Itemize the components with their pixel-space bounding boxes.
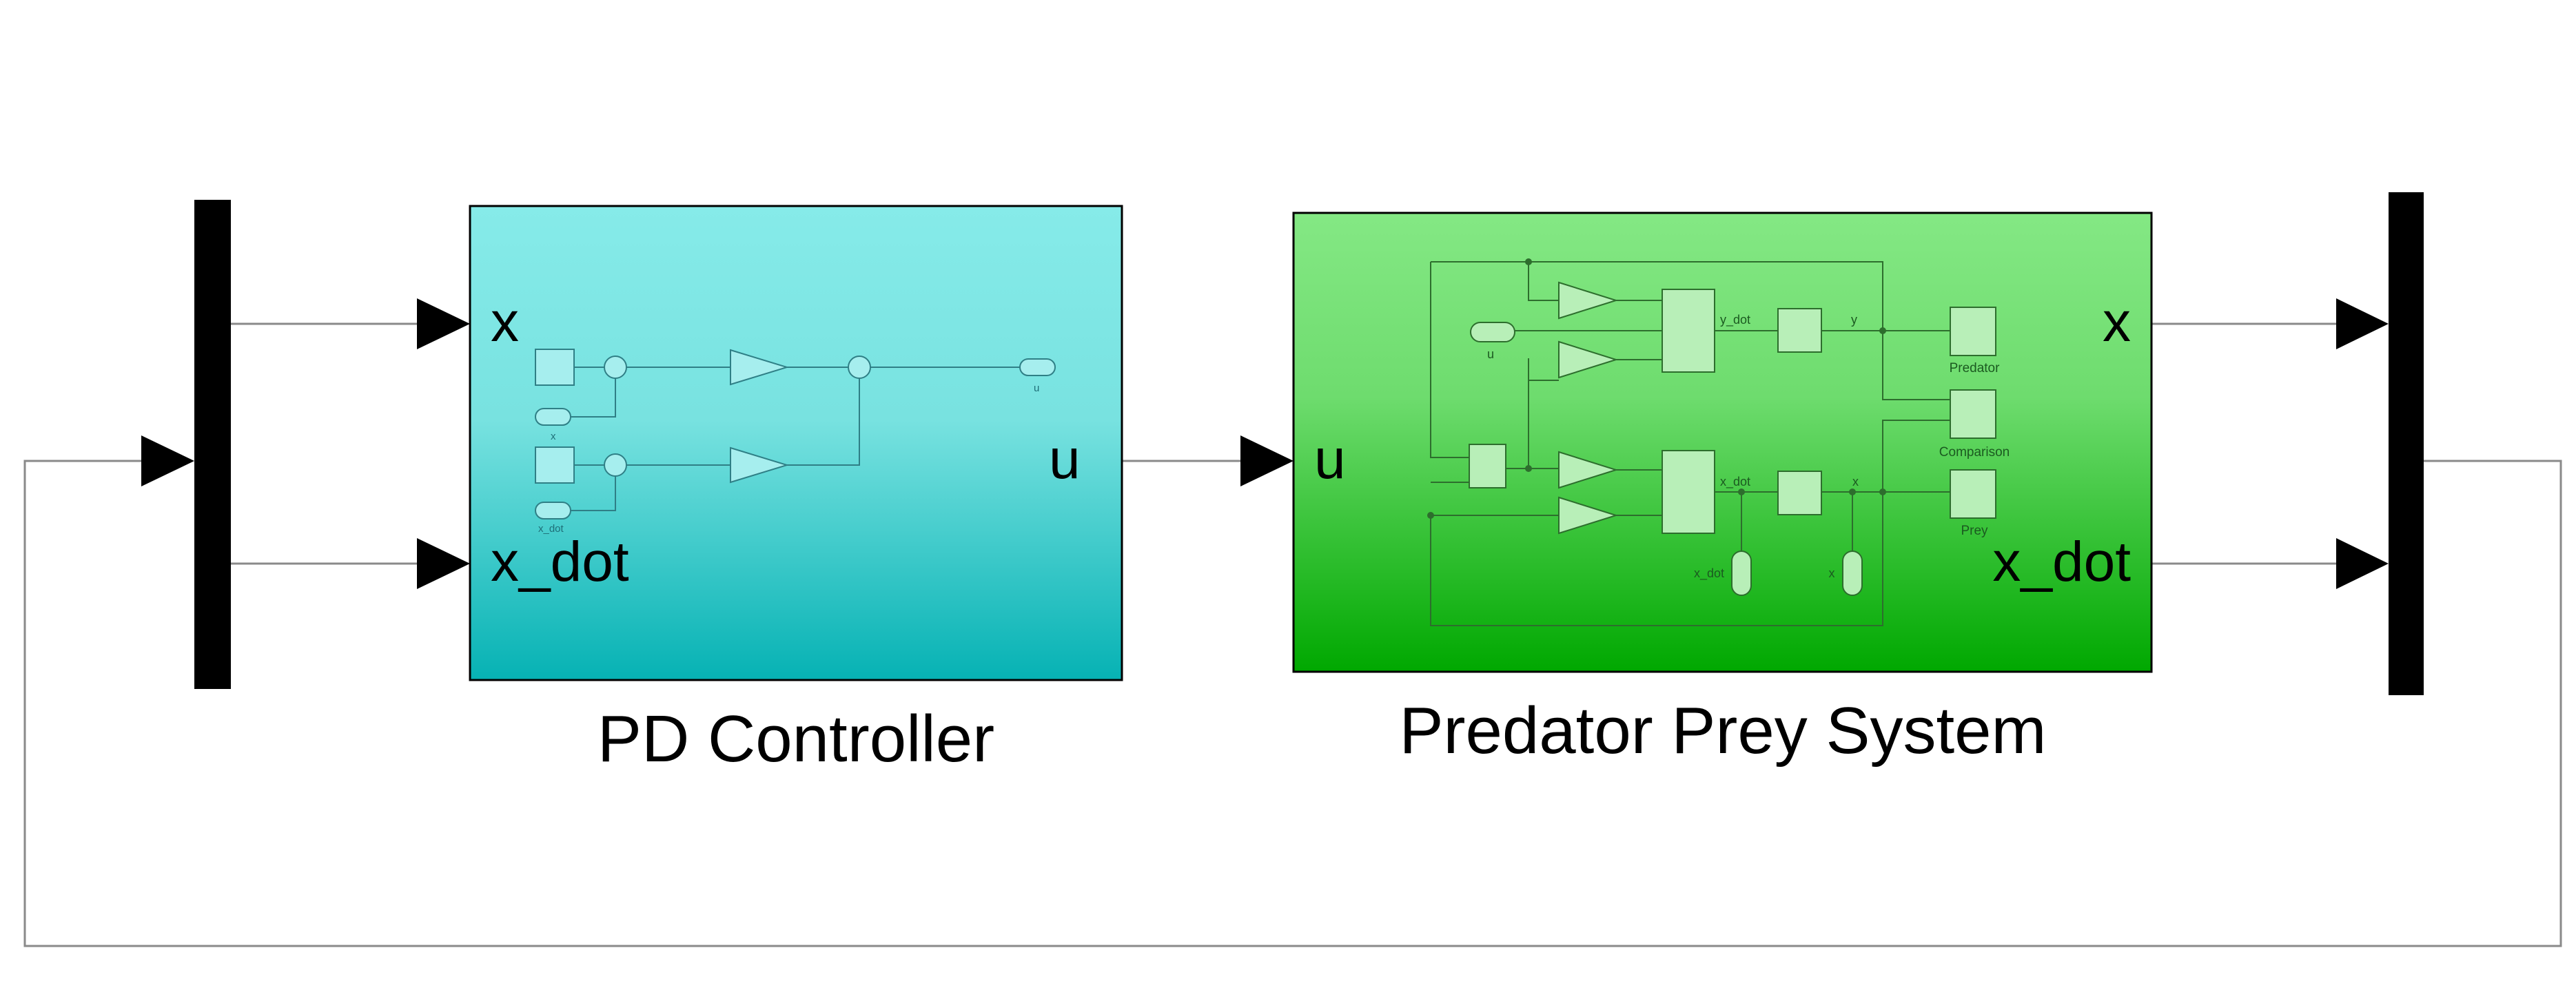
pd-inner-sum-out [848, 356, 871, 379]
pd-input-port-xdot-arrow [417, 538, 470, 589]
plant-inner-label-u: u [1487, 347, 1494, 361]
plant-inner-diagram: u y_dot y x_dot x Predator Comparison Pr… [1427, 258, 2010, 626]
plant-inner-scope-comparison [1950, 389, 1996, 439]
plant-inner-gain-2 [1558, 340, 1619, 379]
pd-inner-label-xdot: x_dot [538, 523, 564, 535]
plant-inner-sum-bottom [1662, 450, 1715, 534]
predator-prey-block[interactable]: u x x_dot [1240, 212, 2153, 768]
plant-inner-integrator-x [1777, 471, 1822, 515]
plant-inner-sum-top [1662, 289, 1715, 373]
pd-inner-x-goto [535, 408, 571, 426]
right-mux-block[interactable] [2336, 192, 2424, 695]
pd-controller-block[interactable]: x x_dot u [417, 205, 1123, 776]
pd-port-label-u: u [1049, 428, 1081, 491]
plant-inner-label-y-dot: y_dot [1720, 313, 1750, 327]
plant-inner-label-goto-x: x [1829, 566, 1835, 580]
plant-inner-label-y: y [1851, 313, 1857, 327]
pd-port-label-x-dot: x_dot [491, 531, 629, 593]
plant-inner-goto-xdot [1731, 550, 1752, 596]
line-feedback-loop[interactable] [23, 460, 2562, 947]
pd-input-port-x-arrow [417, 298, 470, 349]
plant-inner-label-prey: Prey [1961, 524, 1988, 538]
pd-inner-sum-top [604, 356, 627, 379]
plant-inner-u-from [1470, 322, 1515, 342]
pd-controller-block-name: PD Controller [597, 702, 994, 776]
plant-inner-input-gain-block [1469, 444, 1506, 488]
pd-inner-gain-p [730, 349, 790, 386]
pd-inner-xdot-source [535, 446, 575, 484]
plant-inner-gain-1 [1558, 281, 1619, 320]
plant-inner-scope-predator [1950, 307, 1996, 356]
plant-inner-scope-prey [1950, 469, 1996, 519]
plant-inner-goto-x [1842, 550, 1863, 596]
plant-port-label-x: x [2103, 291, 2131, 353]
pd-inner-label-u: u [1034, 382, 1039, 394]
plant-input-port-u-arrow [1240, 435, 1294, 486]
left-demux-input-port-arrow [141, 435, 194, 486]
left-demux-block[interactable] [141, 200, 231, 689]
right-mux-input-port-xdot-arrow [2336, 538, 2389, 589]
signal-lines [23, 322, 2562, 947]
plant-inner-label-x-dot-line: x_dot [1720, 475, 1750, 489]
right-mux-input-port-x-arrow [2336, 298, 2389, 349]
pd-inner-x-source [535, 349, 575, 386]
plant-inner-label-comparison: Comparison [1939, 445, 2010, 460]
plant-inner-label-predator: Predator [1950, 361, 2001, 375]
pd-inner-u-out [1019, 358, 1056, 376]
pd-inner-label-x: x [551, 431, 556, 442]
plant-inner-label-x-line: x [1852, 475, 1859, 488]
predator-prey-block-name: Predator Prey System [1400, 694, 2047, 768]
plant-port-label-u: u [1314, 428, 1346, 491]
pd-inner-diagram: x x_dot u [535, 349, 1056, 535]
plant-inner-label-goto-xdot: x_dot [1694, 566, 1724, 581]
plant-inner-gain-3 [1558, 451, 1619, 489]
plant-inner-integrator-y [1777, 308, 1822, 353]
pd-inner-xdot-goto [535, 502, 571, 519]
pd-port-label-x: x [491, 291, 519, 353]
pd-inner-sum-bottom [604, 453, 627, 477]
plant-port-label-x-dot: x_dot [1992, 531, 2131, 593]
pd-inner-gain-d [730, 446, 790, 484]
plant-inner-gain-4 [1558, 496, 1619, 535]
